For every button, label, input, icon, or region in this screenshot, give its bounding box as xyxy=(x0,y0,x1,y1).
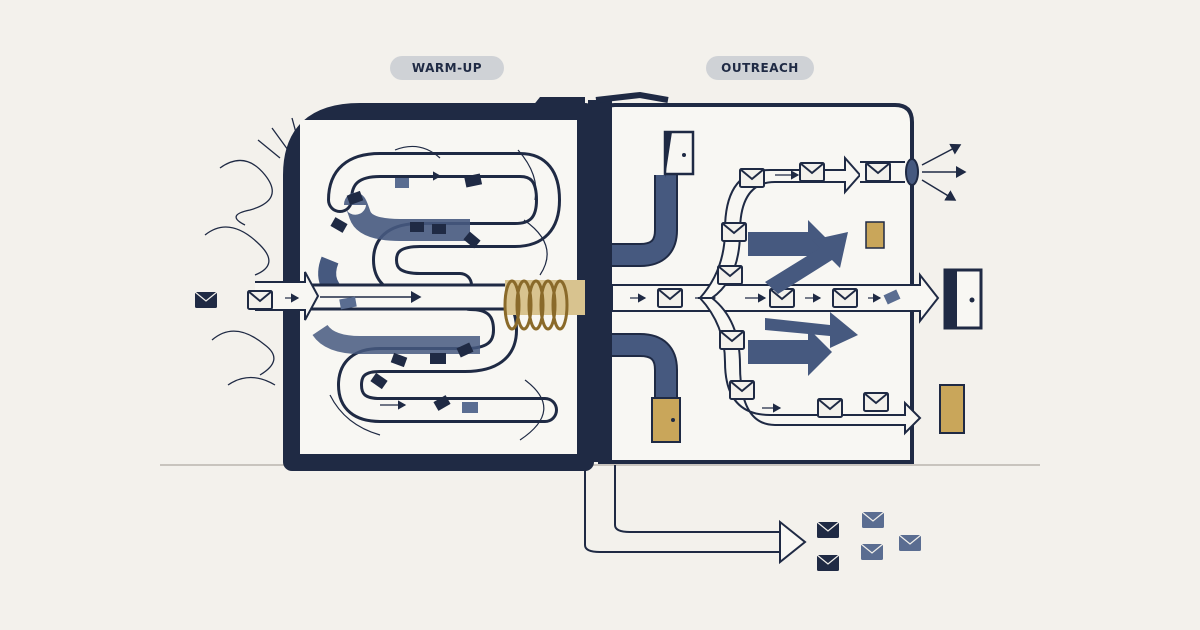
bottom-outflow-arrow xyxy=(584,465,807,565)
door-icon-top xyxy=(663,130,695,178)
warm-up-main-pipe xyxy=(303,283,512,311)
outreach-upper-branch xyxy=(697,155,919,299)
incoming-envelopes xyxy=(194,271,320,321)
warm-up-label: WARM-UP xyxy=(390,56,504,80)
burst-arrows xyxy=(921,143,967,201)
wind-lines xyxy=(204,117,299,386)
door-icon-bottom xyxy=(651,397,681,443)
outreach-pipes xyxy=(612,175,678,410)
warm-up-envelopes xyxy=(330,171,483,413)
outreach-slate-arrows xyxy=(748,220,858,376)
outbox-envelopes xyxy=(816,511,922,572)
door-icon-right-bottom xyxy=(939,384,965,434)
door-icon-small xyxy=(865,221,885,249)
outreach-label: OUTREACH xyxy=(706,56,814,80)
door-icon-right xyxy=(943,268,983,330)
outreach-lower-branch xyxy=(697,297,922,436)
coil-icon xyxy=(503,279,585,331)
outreach-main-arrow xyxy=(611,272,940,324)
